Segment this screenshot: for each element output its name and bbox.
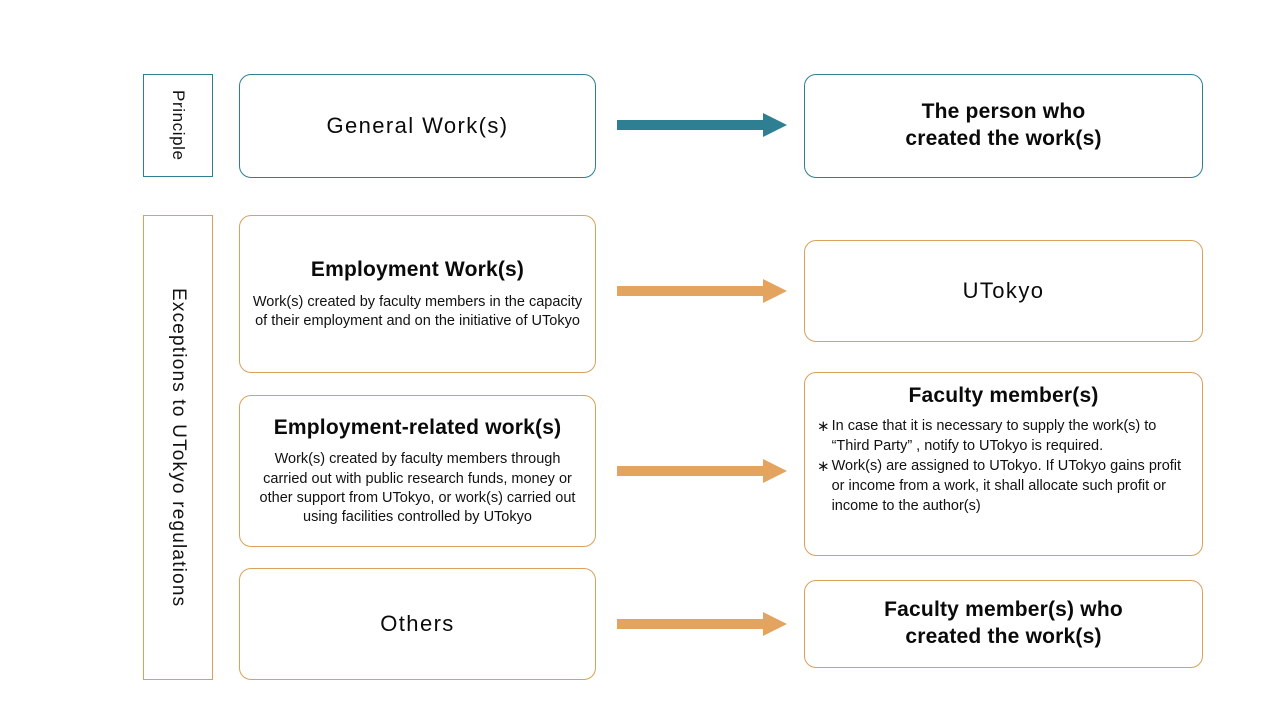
- rail-principle: Principle: [143, 74, 213, 177]
- box-others-title: Others: [380, 610, 455, 636]
- faculty-notes-list: ∗ In case that it is necessary to supply…: [817, 417, 1190, 518]
- faculty-note-text: In case that it is necessary to supply t…: [831, 417, 1157, 454]
- box-utokyo-title: UTokyo: [962, 277, 1045, 303]
- faculty-note-item: ∗ In case that it is necessary to supply…: [817, 417, 1190, 456]
- rail-exceptions: Exceptions to UTokyo regulations: [143, 215, 213, 680]
- faculty-note-item: ∗ Work(s) are assigned to UTokyo. If UTo…: [817, 457, 1190, 516]
- arrow-employment-works: [617, 278, 787, 304]
- asterisk-icon: ∗: [817, 458, 830, 476]
- box-general-works-title: General Work(s): [326, 112, 509, 138]
- box-employment-related-works: Employment-related work(s) Work(s) creat…: [239, 395, 596, 547]
- rail-principle-label: Principle: [169, 90, 188, 161]
- box-person-who-created-title: The person who created the work(s): [905, 100, 1102, 150]
- box-person-who-created: The person who created the work(s): [804, 74, 1203, 178]
- box-employment-works-title: Employment Work(s): [310, 257, 525, 281]
- arrow-others: [617, 611, 787, 637]
- asterisk-icon: ∗: [817, 417, 830, 435]
- box-employment-works-desc: Work(s) created by faculty members in th…: [252, 293, 583, 329]
- rail-exceptions-label: Exceptions to UTokyo regulations: [168, 287, 189, 608]
- box-utokyo: UTokyo: [804, 240, 1203, 342]
- arrow-employment-related-works: [617, 458, 787, 484]
- box-employment-related-works-title: Employment-related work(s): [273, 415, 562, 439]
- faculty-note-text: Work(s) are assigned to UTokyo. If UToky…: [831, 458, 1182, 514]
- arrow-general-works: [617, 112, 787, 138]
- box-faculty-members-who-created: Faculty member(s) who created the work(s…: [804, 580, 1203, 668]
- box-faculty-members-detail-title: Faculty member(s): [908, 384, 1099, 407]
- box-others: Others: [239, 568, 596, 680]
- box-general-works: General Work(s): [239, 74, 596, 178]
- box-faculty-members-who-created-title: Faculty member(s) who created the work(s…: [884, 598, 1123, 648]
- box-faculty-members-detail: Faculty member(s) ∗ In case that it is n…: [804, 372, 1203, 556]
- box-employment-related-works-desc: Work(s) created by faculty members throu…: [259, 451, 576, 526]
- box-employment-works: Employment Work(s) Work(s) created by fa…: [239, 215, 596, 373]
